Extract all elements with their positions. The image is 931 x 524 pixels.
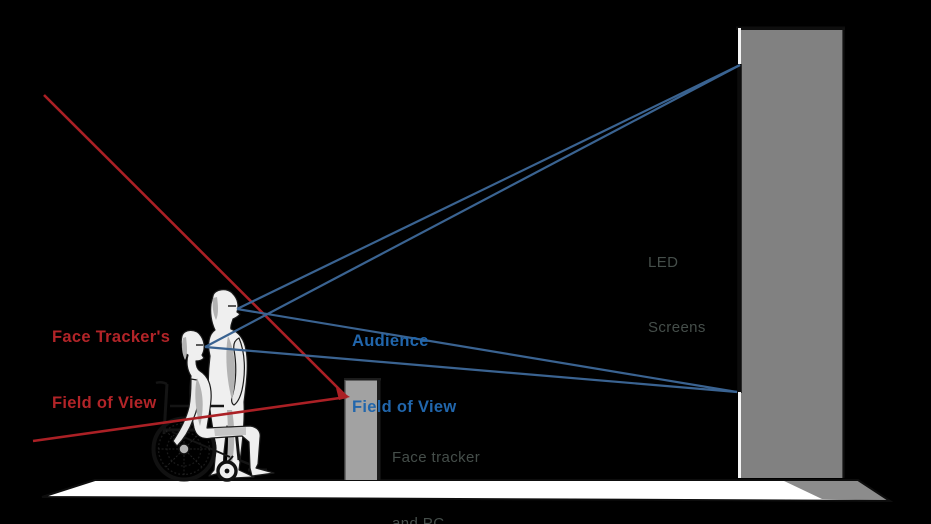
wheelchair-caster-hub xyxy=(224,468,230,474)
housing-label: Face tracker and PC housing xyxy=(392,403,480,524)
face-tracker-fov-line-lower xyxy=(32,395,348,443)
housing-label-line2: and PC xyxy=(392,515,445,524)
wheelchair-wheel-hub xyxy=(178,443,190,455)
led-screen-top-edge xyxy=(736,26,845,30)
wheelchair-person-shading xyxy=(181,337,246,436)
wheelchair-person-arm xyxy=(172,378,200,447)
floor-surface xyxy=(42,480,890,501)
housing-face xyxy=(345,380,377,480)
housing-top-edge xyxy=(344,378,381,381)
led-screens-label: LED Screens xyxy=(648,209,706,381)
housing-right-edge xyxy=(377,380,381,480)
face-tracker-housing-box xyxy=(344,378,381,480)
standing-person-shading xyxy=(212,297,236,468)
face-tracker-fov-label-line2: Field of View xyxy=(52,394,157,412)
floor xyxy=(41,479,894,503)
audience-fov-line-seated-bottom xyxy=(204,345,738,394)
audience-fov-label: Audience Field of View xyxy=(352,286,456,462)
face-tracker-fov-lines xyxy=(32,94,350,443)
wheelchair-person-body xyxy=(180,329,275,477)
audience-fov-line-seated-top xyxy=(204,64,741,348)
face-tracker-fov-arrowhead xyxy=(336,388,350,400)
audience-fov-line-standing-bottom xyxy=(236,307,738,394)
audience-fov-line-standing-top xyxy=(236,64,741,310)
floor-shadow-region xyxy=(782,480,890,501)
audience-fov-label-line1: Audience xyxy=(352,332,429,350)
housing-label-line1: Face tracker xyxy=(392,449,481,466)
wheelchair-person-figure xyxy=(172,329,275,477)
led-screen-panel xyxy=(736,26,845,478)
face-tracker-fov-line-upper xyxy=(43,94,348,398)
face-tracker-fov-label-line1: Face Tracker's xyxy=(52,328,171,346)
face-tracker-fov-label: Face Tracker's Field of View xyxy=(52,282,170,458)
led-screen-face xyxy=(741,28,843,478)
audience-fov-label-line2: Field of View xyxy=(352,398,457,416)
audience-fov-lines xyxy=(204,64,741,394)
floor-outline xyxy=(41,479,894,503)
wheelchair-push-handle xyxy=(155,380,168,386)
led-screens-label-line1: LED xyxy=(648,254,679,271)
led-screens-label-line2: Screens xyxy=(648,318,706,336)
wheelchair-rear-wheel xyxy=(151,416,217,482)
